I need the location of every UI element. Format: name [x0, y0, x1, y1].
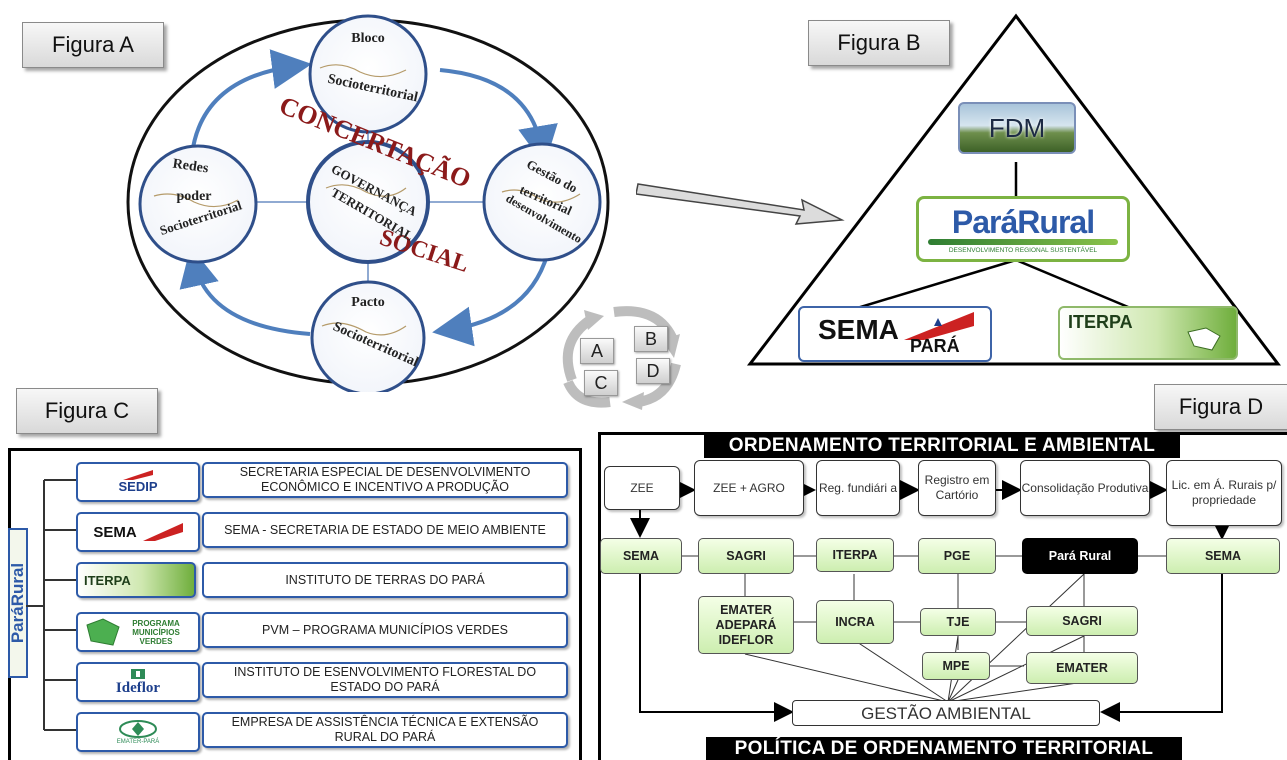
para-map-icon [1187, 327, 1221, 351]
pvm-logo: PROGRAMA MUNICÍPIOS VERDES [76, 612, 200, 652]
sedip-logo-text: SEDIP [118, 479, 158, 494]
figure-c-side-label: ParáRural [8, 528, 28, 678]
node-mpe: MPE [922, 652, 990, 680]
bottom-node-line1: Pacto [351, 295, 384, 310]
node-bottom [310, 280, 426, 392]
para-rural-logo-subtitle: DESENVOLVIMENTO REGIONAL SUSTENTÁVEL [948, 246, 1098, 254]
para-rural-logo: ParáRural DESENVOLVIMENTO REGIONAL SUSTE… [916, 196, 1130, 262]
goal-gestao-ambiental: GESTÃO AMBIENTAL [792, 700, 1100, 726]
figure-c-label: Figura C [16, 388, 158, 434]
sema-logo-c: SEMA [76, 512, 200, 552]
arrow-a-to-b [636, 183, 845, 225]
agency-sema-1: SEMA [600, 538, 682, 574]
iterpa-logo-c-text: ITERPA [84, 572, 131, 588]
row-emater-text: EMPRESA DE ASSISTÊNCIA TÉCNICA E EXTENSÃ… [202, 712, 568, 748]
figure-d-label: Figura D [1154, 384, 1287, 430]
sema-logo-b: SEMA PARÁ [798, 306, 992, 362]
agency-sema-2: SEMA [1166, 538, 1280, 574]
sema-logo-b-subtext: PARÁ [910, 336, 960, 356]
step-reg-fundiaria: Reg. fundiári a [816, 460, 900, 516]
arrow-top-right [439, 68, 558, 166]
para-map-icon [86, 618, 120, 646]
sema-logo-c-text: SEMA [93, 523, 137, 541]
figure-b-label: Figura B [808, 20, 950, 66]
ideflor-logo: Ideflor [76, 662, 200, 702]
cycle-c: C [584, 370, 618, 396]
sema-logo-b-text: SEMA [818, 314, 899, 345]
figure-d-top-banner: ORDENAMENTO TERRITORIAL E AMBIENTAL [704, 434, 1180, 458]
step-consolidacao: Consolidação Produtiva [1020, 460, 1150, 516]
side-label-text: ParáRural [8, 562, 28, 644]
para-flag-icon [123, 470, 153, 480]
cycle-arrows [562, 306, 681, 410]
node-emater-adepara-ideflor: EMATER ADEPARÁ IDEFLOR [698, 596, 794, 654]
node-sagri-2: SAGRI [1026, 606, 1138, 636]
figure-d-bottom-banner: POLÍTICA DE ORDENAMENTO TERRITORIAL [706, 737, 1182, 760]
figure-c-connectors [26, 479, 76, 731]
para-rural-logo-text: ParáRural [951, 203, 1095, 240]
row-sedip-text: SECRETARIA ESPECIAL DE DESENVOLVIMENTO E… [202, 462, 568, 498]
emater-emblem-icon [119, 719, 157, 738]
row-sema-text: SEMA - SECRETARIA DE ESTADO DE MEIO AMBI… [202, 512, 568, 548]
node-right [482, 142, 602, 262]
cycle-b: B [634, 326, 668, 352]
iterpa-logo-b: ITERPA [1058, 306, 1238, 360]
node-center [306, 140, 430, 264]
tree-icon [131, 669, 145, 679]
top-node-line1: Bloco [351, 31, 384, 46]
agency-pge: PGE [918, 538, 996, 574]
row-iterpa-text: INSTITUTO DE TERRAS DO PARÁ [202, 562, 568, 598]
fdm-logo-text: FDM [988, 112, 1046, 143]
emater-logo: EMATER-PARÁ [76, 712, 200, 752]
row-pvm-text: PVM – PROGRAMA MUNICÍPIOS VERDES [202, 612, 568, 648]
para-flag-icon [904, 312, 974, 340]
ideflor-logo-text: Ideflor [115, 680, 161, 696]
step-zee: ZEE [604, 466, 680, 510]
agency-iterpa: ITERPA [816, 538, 894, 572]
node-incra: INCRA [816, 600, 894, 644]
agency-para-rural: Pará Rural [1022, 538, 1138, 574]
arrow-right-bottom [432, 251, 550, 347]
iterpa-logo-c: ITERPA [76, 562, 196, 598]
figure-a-diagram: CONCERTAÇÃO SOCIAL GOVERNANÇA TERRITORIA… [126, 14, 610, 392]
node-emater-2: EMATER [1026, 652, 1138, 684]
emater-logo-text: EMATER-PARÁ [116, 738, 160, 745]
cycle-a: A [580, 338, 614, 364]
figure-a-label: Figura A [22, 22, 164, 68]
para-flag-icon [142, 523, 183, 541]
node-tje: TJE [920, 608, 996, 636]
step-registro-cartorio: Registro em Cartório [918, 460, 996, 516]
arrow-bottom-left [179, 246, 311, 336]
fdm-logo: FDM [958, 102, 1076, 154]
sedip-logo: SEDIP [76, 462, 200, 502]
pvm-logo-text: PROGRAMA MUNICÍPIOS VERDES [132, 618, 180, 646]
iterpa-logo-b-text: ITERPA [1068, 312, 1133, 332]
figure-b-triangle [746, 13, 1282, 366]
row-ideflor-text: INSTITUTO DE ESENVOLVIMENTO FLORESTAL DO… [202, 662, 568, 698]
left-node-line1: Redes [172, 157, 210, 177]
cycle-d: D [636, 358, 670, 384]
step-licenciamento: Lic. em Á. Rurais p/ propriedade [1166, 460, 1282, 526]
agency-sagri: SAGRI [698, 538, 794, 574]
left-node-line2: poder [177, 189, 212, 204]
node-top [308, 14, 428, 134]
figure-d-connectors [630, 480, 1232, 722]
step-zee-agro: ZEE + AGRO [694, 460, 804, 516]
arrow-left-top [190, 49, 312, 155]
